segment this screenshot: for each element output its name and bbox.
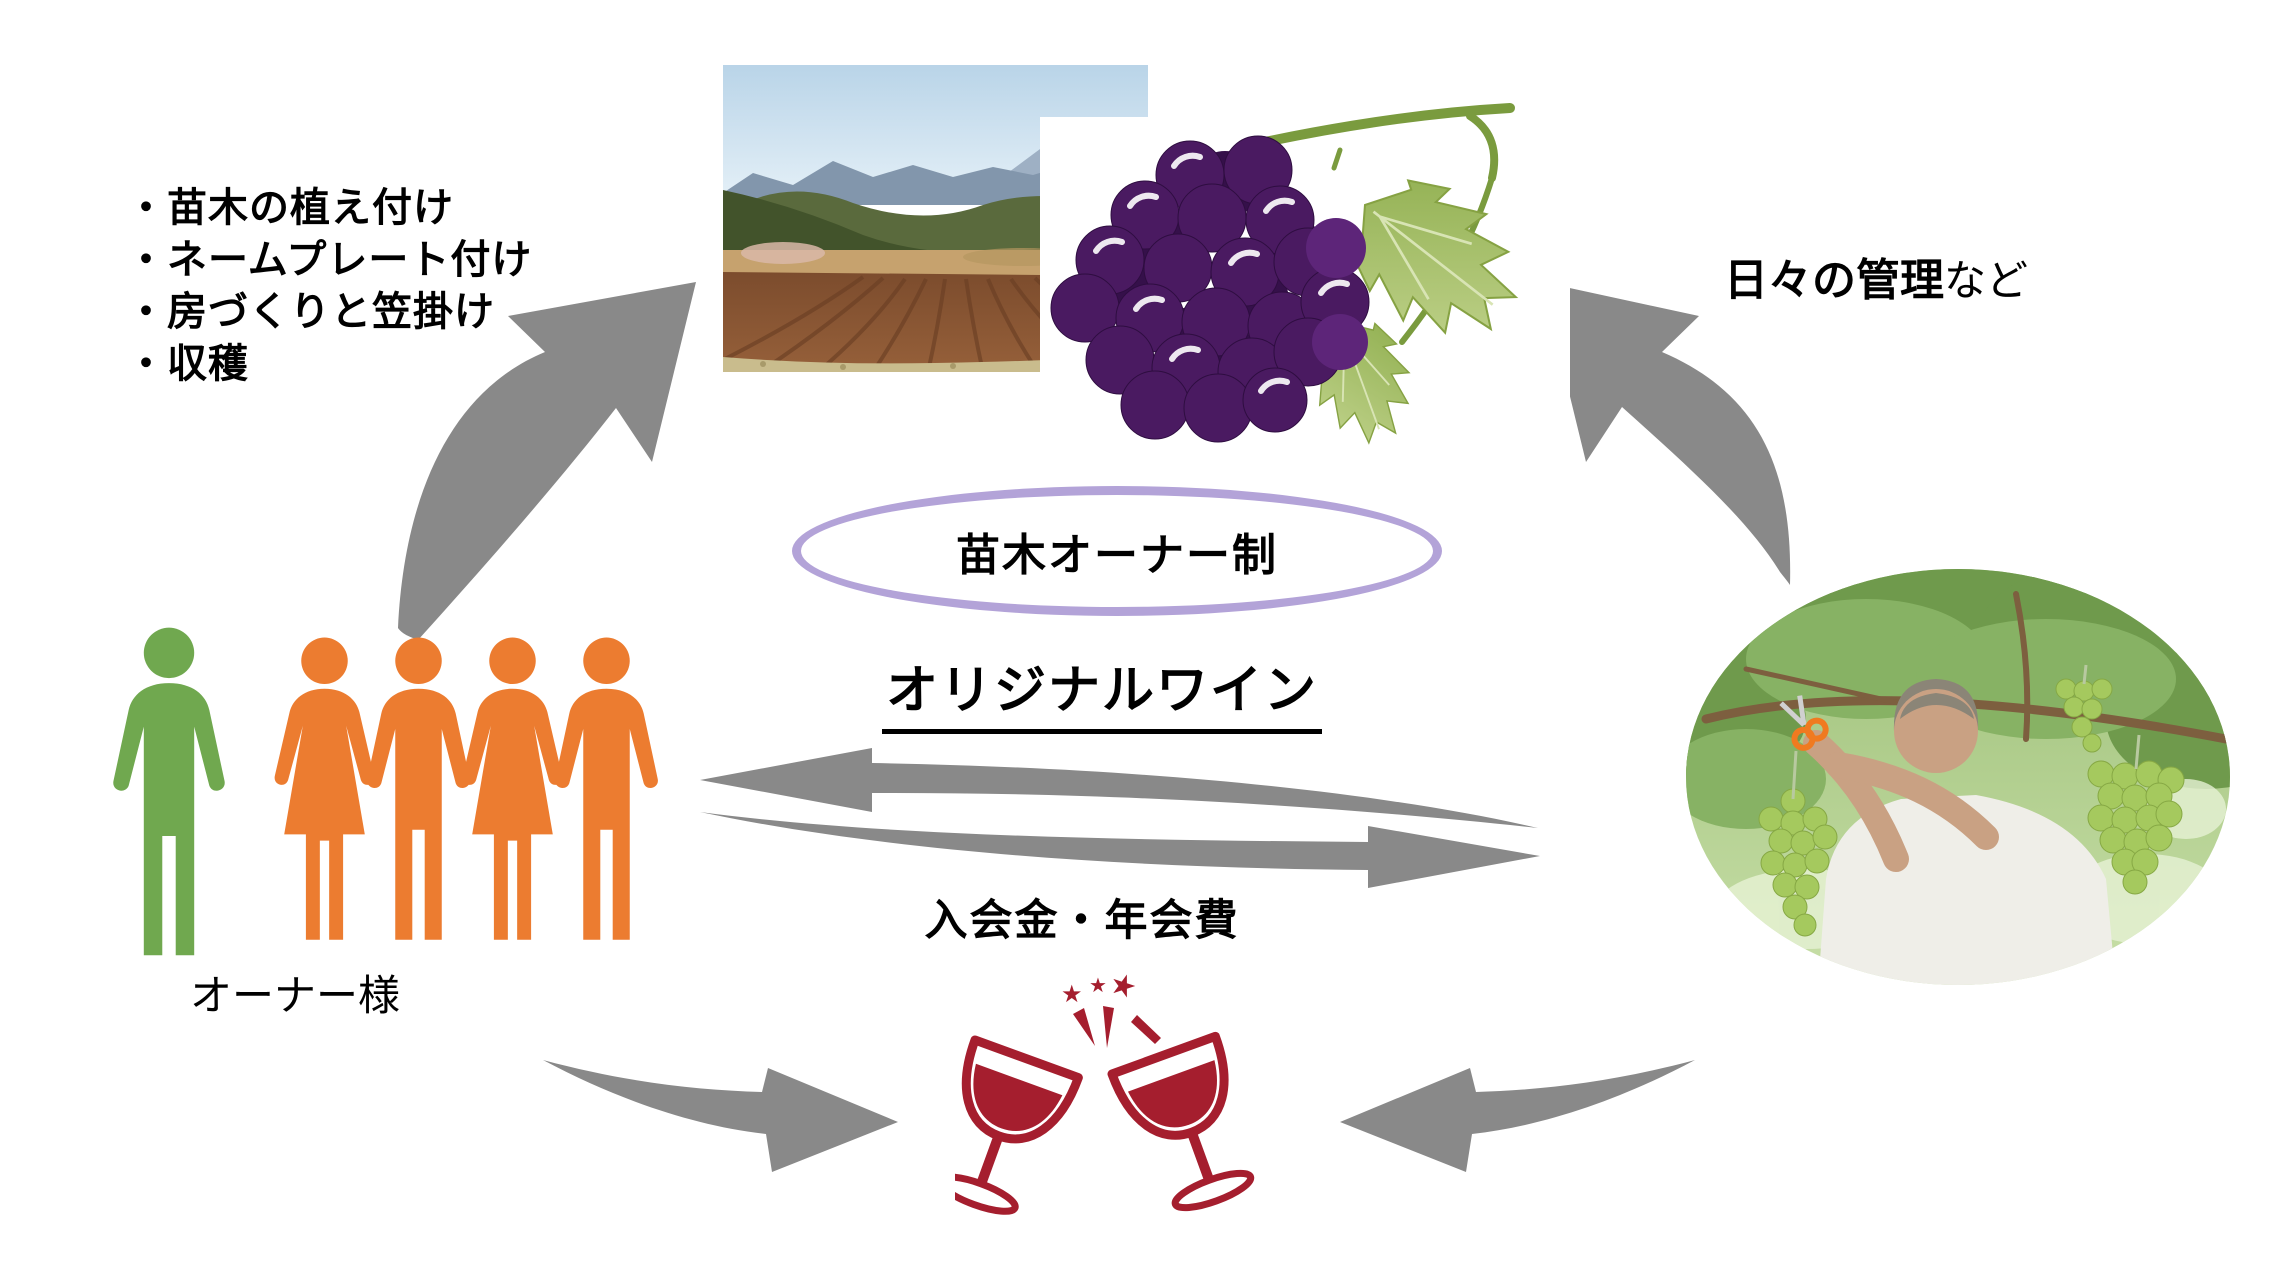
membership-fee-label: 入会金・年会費 bbox=[924, 897, 1240, 945]
activities-list: ・苗木の植え付け ・ネームプレート付け ・房づくりと笠掛け ・収穫 bbox=[126, 182, 532, 390]
wine-glass-right-icon bbox=[1112, 1036, 1255, 1219]
owner-people-icons bbox=[113, 627, 658, 956]
arrow-membership-fee-right-icon bbox=[700, 812, 1540, 888]
original-wine-label: オリジナルワイン bbox=[881, 648, 1322, 734]
system-ellipse: 苗木オーナー制 bbox=[792, 486, 1442, 616]
orange-owner-person-icon bbox=[367, 637, 470, 940]
wine-glass-left-icon bbox=[955, 1040, 1078, 1223]
farmer-figure bbox=[1779, 679, 2116, 985]
scissors-icon bbox=[1779, 695, 1829, 751]
svg-text:★: ★ bbox=[1061, 980, 1083, 1008]
arrow-owners-to-glasses-icon bbox=[543, 1060, 898, 1172]
arrow-wine-delivery-left-icon bbox=[700, 748, 1538, 828]
green-grape-cluster-icon bbox=[2087, 760, 2185, 895]
orange-owner-person-icon bbox=[555, 637, 658, 940]
activity-item: ・房づくりと笠掛け bbox=[126, 290, 495, 334]
green-owner-person-icon bbox=[113, 627, 225, 956]
clinking-wine-glasses-illustration: ★ ★ ★ bbox=[955, 965, 1255, 1262]
original-wine-label-wrap: オリジナルワイン bbox=[812, 648, 1392, 734]
activity-item: ・収穫 bbox=[126, 342, 249, 386]
orange-owner-person-icon bbox=[274, 637, 375, 940]
svg-text:★: ★ bbox=[1105, 965, 1141, 1007]
grape-bunch-illustration bbox=[1040, 103, 1570, 445]
daily-management-bold: 日々の管理 bbox=[1724, 256, 1944, 305]
daily-management-suffix: など bbox=[1944, 257, 2029, 304]
activity-item: ・ネームプレート付け bbox=[126, 238, 533, 282]
activity-item: ・苗木の植え付け bbox=[126, 186, 454, 230]
farmer-tending-grapes-photo bbox=[1686, 569, 2230, 985]
daily-management-label: 日々の管理など bbox=[1724, 244, 2028, 308]
green-grape-cluster-icon bbox=[1758, 788, 1838, 937]
arrow-farmer-to-glasses-icon bbox=[1340, 1060, 1695, 1172]
green-grape-cluster-icon bbox=[2055, 678, 2113, 753]
grape-leaf-icon bbox=[1349, 179, 1519, 335]
system-label: 苗木オーナー制 bbox=[956, 531, 1278, 580]
arrow-owners-to-vineyard-icon bbox=[398, 282, 696, 640]
svg-text:★: ★ bbox=[1089, 973, 1107, 997]
arrow-farmer-to-grapes-icon bbox=[1542, 282, 1791, 585]
owners-label: オーナー様 bbox=[189, 972, 400, 1019]
sparkle-stars-icon: ★ ★ ★ bbox=[1061, 965, 1161, 1048]
orange-owner-person-icon bbox=[462, 637, 563, 940]
